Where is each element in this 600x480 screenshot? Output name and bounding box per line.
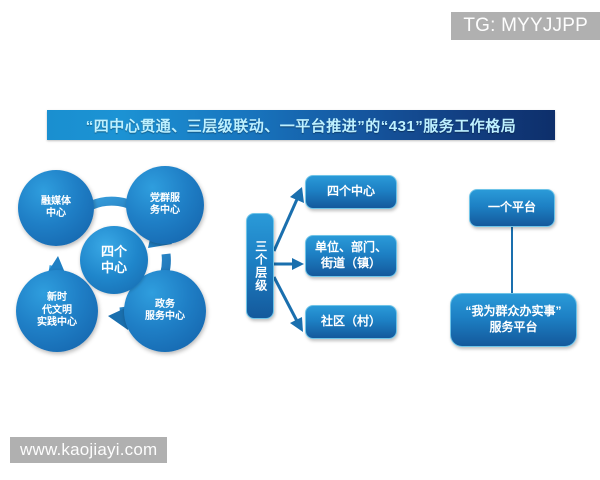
one-platform-flowchart: 一个平台 “我为群众办实事” 服务平台: [440, 185, 595, 350]
center-hub-line-2: 中心: [100, 260, 127, 275]
center-circle-xinshidai: 新时 代文明 实践中心: [16, 270, 98, 352]
platform-connector-line: [511, 223, 513, 295]
node-line-2: 街道（镇）: [320, 256, 381, 270]
flow-arrow-group-icon: [272, 187, 304, 332]
node-service-platform: “我为群众办实事” 服务平台: [450, 293, 577, 347]
node-community-village: 社区（村）: [305, 305, 397, 339]
site-watermark-text: www.kaojiayi.com: [20, 440, 158, 459]
lobe-line-1: 融媒体: [41, 195, 71, 207]
site-watermark: www.kaojiayi.com: [10, 437, 168, 463]
center-circle-zhengwu: 政务 服务中心: [124, 270, 206, 352]
lobe-line-2: 中心: [46, 208, 66, 219]
center-circle-dangqun: 党群服 务中心: [126, 166, 204, 244]
lobe-line-2: 务中心: [150, 205, 180, 216]
telegram-watermark-text: TG: MYYJJPP: [463, 15, 588, 36]
node-four-centers-label: 四个中心: [326, 184, 375, 199]
page-title: “四中心贯通、三层级联动、一平台推进”的“431”服务工作格局: [85, 117, 517, 135]
center-circle-dangqun-label: 党群服 务中心: [150, 193, 180, 218]
center-circle-rongmeiti: 融媒体 中心: [18, 170, 94, 246]
node-community-village-label: 社区（村）: [320, 314, 381, 329]
lobe-line-2: 服务中心: [145, 311, 185, 322]
node-service-platform-label: “我为群众办实事” 服务平台: [465, 304, 561, 335]
center-circle-zhengwu-label: 政务 服务中心: [145, 299, 185, 324]
lobe-line-1: 政务: [155, 298, 175, 310]
lobe-line-1: 党群服: [150, 192, 180, 204]
title-banner: “四中心贯通、三层级联动、一平台推进”的“431”服务工作格局: [47, 110, 555, 140]
node-three-levels: 三个层级: [246, 213, 274, 319]
lobe-line-2: 代文明: [42, 304, 72, 316]
three-levels-flowchart: 三个层级 四个中心 单位、部门、 街道（镇） 社区（村）: [232, 165, 407, 360]
center-circle-rongmeiti-label: 融媒体 中心: [41, 196, 71, 221]
four-centers-circular-diagram: 融媒体 中心 党群服 务中心 新时 代文明 实践中心 政务 服务中心 四个: [8, 158, 220, 363]
node-one-platform: 一个平台: [469, 189, 555, 227]
lobe-line-3: 实践中心: [37, 317, 77, 329]
node-line-2: 服务平台: [489, 320, 538, 334]
node-one-platform-label: 一个平台: [487, 200, 536, 215]
center-circle-xinshidai-label: 新时 代文明 实践中心: [37, 292, 77, 330]
center-hub-line-1: 四个: [100, 244, 127, 260]
node-line-1: 单位、部门、: [314, 240, 387, 255]
telegram-watermark: TG: MYYJJPP: [451, 12, 600, 40]
node-three-levels-label: 三个层级: [253, 240, 268, 292]
node-units-departments-streets-label: 单位、部门、 街道（镇）: [315, 240, 387, 271]
node-units-departments-streets: 单位、部门、 街道（镇）: [305, 235, 397, 277]
lobe-line-1: 新时: [47, 292, 67, 304]
node-line-1: “我为群众办实事”: [465, 304, 562, 319]
center-hub-four-centers: 四个 中心: [80, 226, 148, 294]
node-four-centers: 四个中心: [305, 175, 397, 209]
